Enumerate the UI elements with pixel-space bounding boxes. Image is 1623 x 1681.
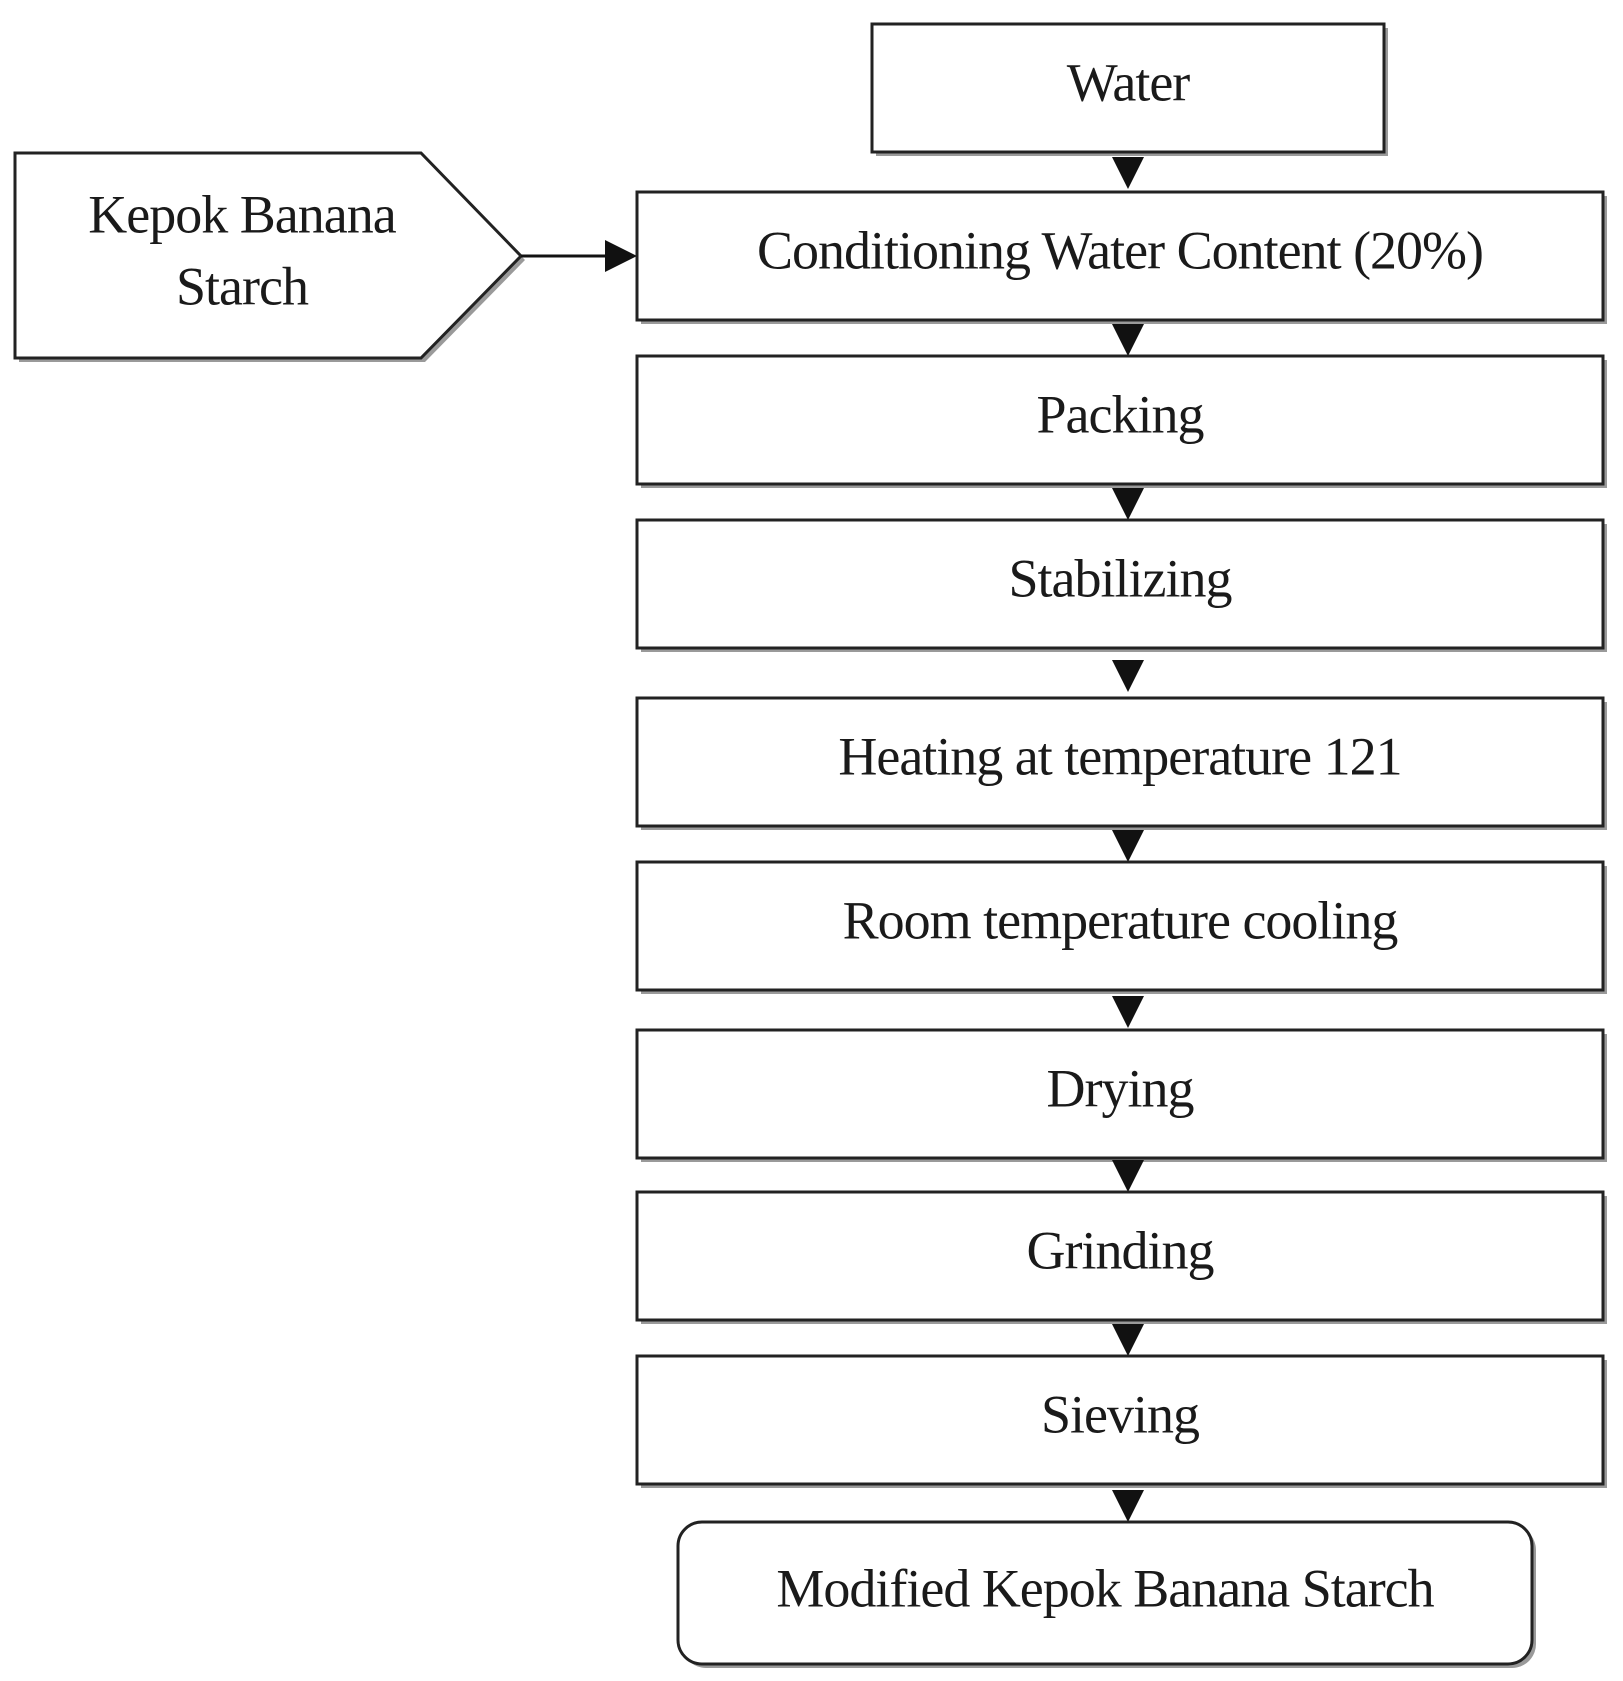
step-stabilizing: Stabilizing [635, 518, 1607, 652]
step-drying-label: Drying [1047, 1058, 1194, 1118]
water-node: Water [870, 22, 1388, 156]
output-node: Modified Kepok Banana Starch [676, 1520, 1536, 1668]
arrow-5 [1112, 996, 1144, 1028]
step-packing-label: Packing [1037, 384, 1204, 444]
arrow-6 [1112, 1160, 1144, 1192]
step-cooling-label: Room temperature cooling [843, 890, 1398, 950]
step-cooling: Room temperature cooling [635, 860, 1607, 994]
step-sieving: Sieving [635, 1354, 1607, 1488]
arrow-7 [1112, 1324, 1144, 1356]
step-conditioning-label: Conditioning Water Content (20%) [757, 220, 1483, 280]
step-grinding-label: Grinding [1027, 1220, 1214, 1280]
kepok-banana-starch-label-line1: Kepok Banana [88, 184, 396, 244]
step-packing: Packing [635, 354, 1607, 488]
arrow-4 [1112, 830, 1144, 862]
step-conditioning: Conditioning Water Content (20%) [635, 190, 1607, 324]
kepok-banana-starch-node: Kepok Banana Starch [13, 151, 525, 362]
water-label: Water [1067, 52, 1191, 112]
step-drying: Drying [635, 1028, 1607, 1162]
output-label: Modified Kepok Banana Starch [776, 1558, 1434, 1618]
arrow-8 [1112, 1490, 1144, 1522]
arrow-2 [1112, 488, 1144, 520]
step-stabilizing-label: Stabilizing [1009, 548, 1232, 608]
water-to-conditioning-arrow [1112, 157, 1144, 189]
starch-to-conditioning-arrow [521, 240, 637, 272]
kepok-banana-starch-label-line2: Starch [176, 256, 309, 316]
step-grinding: Grinding [635, 1190, 1607, 1324]
arrow-1 [1112, 324, 1144, 356]
step-heating-label: Heating at temperature 121 [838, 726, 1401, 786]
arrow-3 [1112, 660, 1144, 692]
step-sieving-label: Sieving [1041, 1384, 1199, 1444]
step-heating: Heating at temperature 121 [635, 696, 1607, 830]
